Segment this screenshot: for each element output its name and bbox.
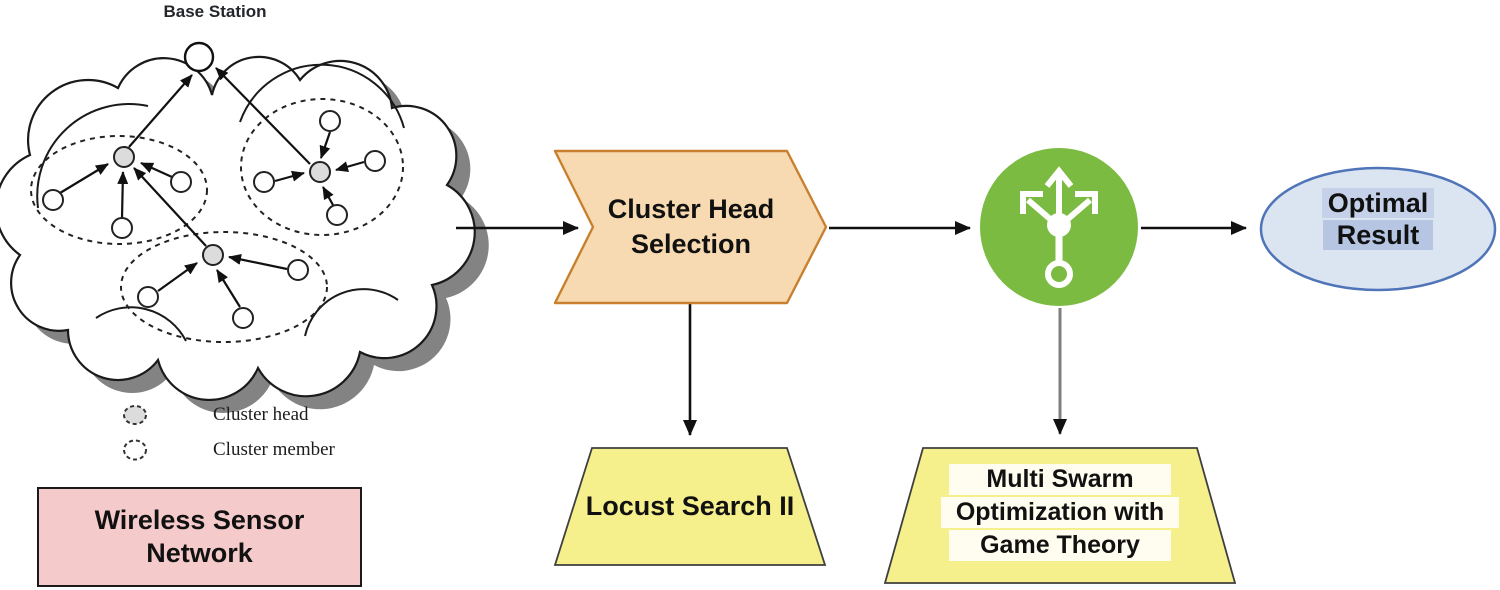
- cluster-boundary: [30, 135, 208, 245]
- branch-arrows-icon: [1020, 166, 1098, 288]
- cloud-inner-arc: [36, 103, 149, 209]
- optimal-result-label: Optimal Result: [1288, 188, 1468, 250]
- cloud-inner-arc: [304, 288, 399, 337]
- locust-search-label: Locust Search II: [572, 448, 808, 565]
- cluster-boundary: [240, 98, 404, 236]
- flow-arrows: [456, 221, 1247, 436]
- multi-swarm-line-3: Game Theory: [949, 530, 1171, 561]
- multi-swarm-line-1: Multi Swarm: [949, 464, 1171, 495]
- cluster-member-nodes: [42, 110, 386, 329]
- cloud-inner-arc: [95, 306, 187, 342]
- cloud-inner-arc: [239, 63, 405, 129]
- wsn-caption-label: Wireless Sensor Network: [94, 505, 305, 568]
- legend-cluster-head-label: Cluster head: [213, 404, 309, 425]
- legend-cluster-member-icon: [123, 439, 147, 461]
- multi-swarm-line-2: Optimization with: [941, 497, 1179, 528]
- cluster-boundary: [120, 231, 328, 343]
- legend-cluster-head-icon: [123, 405, 147, 425]
- locust-search-shape: [553, 447, 827, 566]
- cluster-head-selection-text: Cluster Head Selection: [607, 194, 775, 259]
- locust-search-text: Locust Search II: [585, 491, 795, 521]
- wsn-cloud: [0, 55, 476, 402]
- legend-cluster-member-label: Cluster member: [213, 439, 335, 460]
- cluster-arrows: [59, 67, 365, 308]
- cluster-head-selection-label: Cluster Head Selection: [578, 161, 804, 293]
- cluster-head-selection-shape: [553, 149, 828, 305]
- multi-swarm-label: Multi Swarm Optimization with Game Theor…: [925, 463, 1195, 562]
- cluster-head-nodes: [113, 146, 331, 266]
- wsn-caption-box: Wireless Sensor Network: [37, 487, 362, 587]
- optimal-result-line-2: Result: [1322, 220, 1434, 250]
- base-station-label: Base Station: [163, 2, 267, 21]
- optimal-result-line-1: Optimal: [1321, 188, 1435, 218]
- base-station-node: [183, 41, 215, 73]
